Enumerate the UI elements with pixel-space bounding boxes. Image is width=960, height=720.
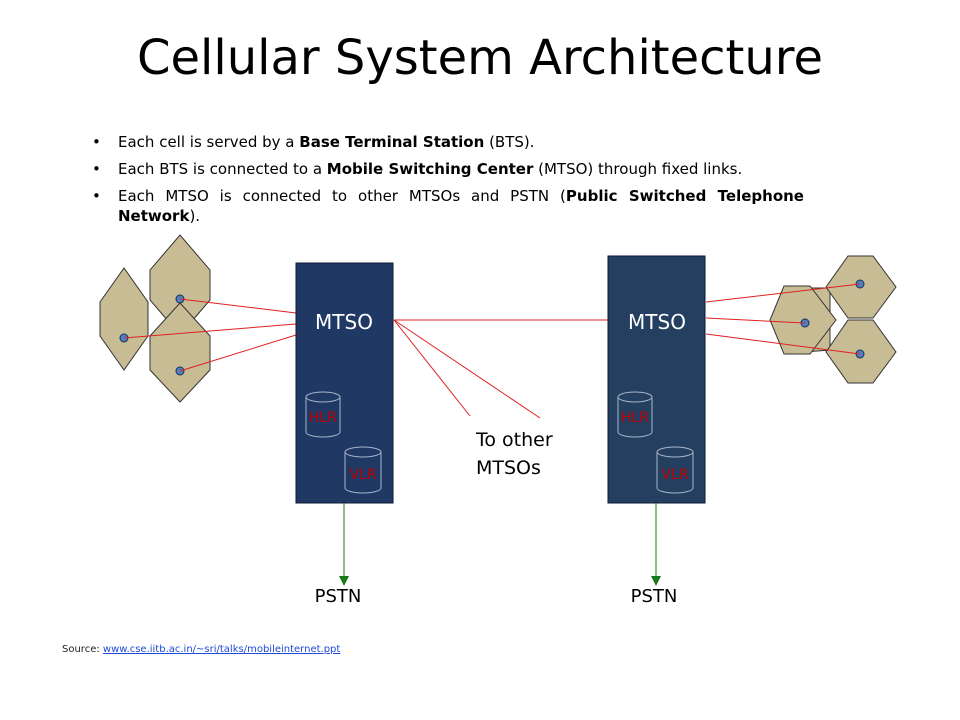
other-mtsos-label-1: To other: [475, 429, 553, 451]
link-left-top: [179, 298, 297, 314]
right-cell-cluster: [769, 255, 897, 384]
bullet-2-text-b: (MTSO) through fixed links.: [533, 160, 743, 178]
left-hlr-label: HLR: [309, 410, 337, 426]
link-to-other-2: [393, 319, 541, 419]
other-mtsos-label-2: MTSOs: [476, 457, 541, 479]
left-hlr-cylinder: HLR: [305, 391, 341, 438]
right-bts-links: [705, 283, 861, 355]
left-pstn-label: PSTN: [315, 586, 362, 607]
left-cell-left: [99, 267, 149, 371]
left-mtso-label: MTSO: [315, 310, 373, 334]
right-hlr-cylinder: HLR: [617, 391, 653, 438]
bullet-3-bold: Public Switched Telephone Network: [118, 187, 804, 225]
right-mtso-label: MTSO: [628, 310, 686, 334]
bullet-list: Each cell is served by a Base Terminal S…: [92, 132, 804, 233]
left-cell-cluster: [99, 234, 211, 403]
left-cell-bottom: [149, 302, 211, 403]
link-right-top: [705, 283, 861, 303]
source-citation: Source: www.cse.iitb.ac.in/~sri/talks/mo…: [62, 644, 340, 655]
right-hlr-label: HLR: [621, 410, 649, 426]
mtso-links: [393, 319, 608, 419]
link-left-bottom: [179, 334, 297, 372]
right-pstn-label: PSTN: [631, 586, 678, 607]
bullet-1-text-a: Each cell is served by a: [118, 133, 300, 151]
left-vlr-cylinder: VLR: [344, 446, 382, 494]
right-vlr-label: VLR: [661, 467, 688, 483]
bullet-2-text-a: Each BTS is connected to a: [118, 160, 327, 178]
left-mtso: MTSO HLR VLR PSTN: [295, 262, 394, 607]
link-to-other-1: [393, 319, 471, 417]
source-link[interactable]: www.cse.iitb.ac.in/~sri/talks/mobileinte…: [102, 644, 341, 655]
right-mtso: MTSO HLR VLR PSTN: [607, 255, 706, 607]
left-bts-links: [123, 298, 297, 372]
bullet-2-bold: Mobile Switching Center: [326, 160, 534, 178]
bullet-1: Each cell is served by a Base Terminal S…: [92, 132, 804, 152]
bullet-3-text-a: Each MTSO is connected to other MTSOs an…: [118, 187, 566, 205]
bullet-2: Each BTS is connected to a Mobile Switch…: [92, 159, 804, 179]
bullet-3-text-b: ).: [189, 207, 201, 225]
bullet-1-text-b: (BTS).: [484, 133, 535, 151]
left-vlr-label: VLR: [349, 467, 376, 483]
source-prefix: Source:: [62, 644, 103, 655]
bullet-3: Each MTSO is connected to other MTSOs an…: [92, 186, 804, 226]
bullet-1-bold: Base Terminal Station: [299, 133, 485, 151]
link-left-left: [123, 323, 297, 339]
right-vlr-cylinder: VLR: [656, 446, 694, 494]
slide-title: Cellular System Architecture: [137, 30, 823, 86]
link-right-left: [705, 317, 806, 324]
link-right-bottom: [705, 333, 861, 355]
